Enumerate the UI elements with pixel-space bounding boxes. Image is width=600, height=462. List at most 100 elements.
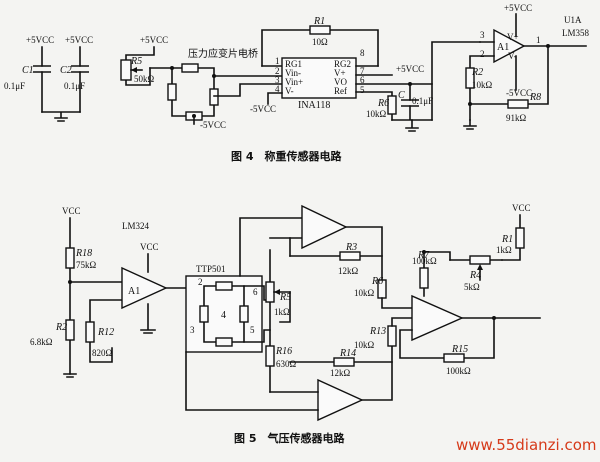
r5-value-fig5: 1kΩ bbox=[274, 307, 290, 317]
ttp-name: TTP501 bbox=[196, 264, 226, 274]
figure-5: VCC R18 75kΩ R2 6.8kΩ R12 820Ω LM324 VCC… bbox=[30, 203, 541, 445]
opamp-name: A1 bbox=[497, 42, 509, 53]
c-ref: C bbox=[398, 90, 405, 101]
r13-ref: R13 bbox=[369, 326, 386, 337]
resistor-r1: R1 10Ω bbox=[261, 16, 379, 67]
c-ground bbox=[41, 111, 81, 122]
ttp-center-pin: 4 bbox=[221, 310, 226, 321]
r6-value-fig5: 10kΩ bbox=[354, 288, 375, 298]
r13-value: 10kΩ bbox=[354, 340, 375, 350]
r5-ref: R5 bbox=[130, 56, 142, 67]
r1-value-fig5: 1kΩ bbox=[496, 245, 512, 255]
bias-network: VCC R18 75kΩ R2 6.8kΩ R12 820Ω bbox=[30, 206, 123, 378]
r3-value: 12kΩ bbox=[338, 266, 359, 276]
offset-network: R5 1kΩ R16 630Ω bbox=[265, 249, 297, 393]
vcc-amp-label: VCC bbox=[140, 242, 159, 252]
r6-supply-label: +5VCC bbox=[396, 64, 424, 74]
r8-value: 91kΩ bbox=[506, 113, 527, 123]
upper-amplifier: R3 12kΩ R6 10kΩ bbox=[239, 204, 413, 309]
r15-value: 100kΩ bbox=[446, 366, 471, 376]
r5-value: 50kΩ bbox=[134, 74, 155, 84]
opamp-pin-3: 3 bbox=[480, 30, 485, 40]
r1-ref-fig5: R1 bbox=[501, 234, 513, 245]
strain-gauge-bridge: 压力应变片电桥 -5VCC bbox=[149, 47, 283, 130]
ina-supply-label: -5VCC bbox=[250, 104, 276, 114]
figure-5-caption: 图 5 气压传感器电路 bbox=[234, 431, 345, 445]
r2-value: 10kΩ bbox=[472, 80, 493, 90]
r4-value-fig5: 5kΩ bbox=[464, 282, 480, 292]
ina-pin-v-minus: V- bbox=[285, 86, 294, 96]
ina-pin-ref: Ref bbox=[334, 86, 347, 96]
r2-value-fig5: 6.8kΩ bbox=[30, 337, 53, 347]
r5-supply-label: +5VCC bbox=[140, 35, 168, 45]
lower-amplifier: R14 12kΩ R13 10kΩ bbox=[185, 317, 413, 422]
sensor-output-wires bbox=[243, 285, 271, 343]
r3-ref: R3 bbox=[345, 242, 357, 253]
r15-ref: R15 bbox=[451, 344, 468, 355]
r18-ref: R18 bbox=[75, 248, 92, 259]
r18-value: 75kΩ bbox=[76, 260, 97, 270]
r2-ref-fig5: R2 bbox=[55, 322, 67, 333]
ina-pin-number-3: 3 bbox=[275, 75, 280, 85]
opamp-vminus: V- bbox=[508, 51, 517, 61]
vcc-left-label: VCC bbox=[62, 206, 81, 216]
opamp-vplus: V+ bbox=[507, 32, 519, 42]
c2-ref: C2 bbox=[60, 65, 72, 76]
ttp-pin-3: 3 bbox=[190, 325, 195, 335]
bridge-supply-label: -5VCC bbox=[200, 120, 226, 130]
capacitor-c2: +5VCC C2 0.1μF bbox=[60, 35, 93, 113]
c2-value: 0.1μF bbox=[64, 81, 85, 91]
ttp-pin-6: 6 bbox=[253, 287, 258, 297]
ina-part-name: INA118 bbox=[298, 100, 330, 111]
site-watermark: www.55dianzi.com bbox=[456, 436, 597, 454]
a1-neg-supply-label: -5VCC bbox=[506, 88, 532, 98]
r2-ref: R2 bbox=[471, 67, 483, 78]
ina-pin-vin-plus: Vin+ bbox=[285, 77, 303, 87]
r6-value: 10kΩ bbox=[366, 109, 387, 119]
ina-pin-v-plus: V+ bbox=[334, 68, 346, 78]
ttp-pin-2: 2 bbox=[198, 277, 203, 287]
r14-ref: R14 bbox=[339, 348, 356, 359]
c-value: 0.1μF bbox=[412, 96, 433, 106]
r7-value: 100kΩ bbox=[412, 256, 437, 266]
capacitor-c1: +5VCC C1 0.1μF bbox=[4, 35, 54, 113]
opamp-pin-2: 2 bbox=[480, 49, 485, 59]
r14-value: 12kΩ bbox=[330, 368, 351, 378]
potentiometer-r5: +5VCC R5 50kΩ bbox=[120, 35, 168, 86]
opamp-unit: U1A bbox=[564, 15, 582, 25]
ina-pin-number-7: 7 bbox=[360, 66, 365, 76]
r7-ref: R7 bbox=[417, 250, 430, 261]
lm324-label: LM324 bbox=[122, 221, 150, 231]
r5-ref-fig5: R5 bbox=[279, 292, 291, 303]
opamp-pin-1: 1 bbox=[536, 35, 541, 45]
c1-value: 0.1μF bbox=[4, 81, 25, 91]
ina-pin-vin-minus: Vin- bbox=[285, 68, 301, 78]
ina-pin-rg2: RG2 bbox=[334, 59, 351, 69]
r6-ref: R6 bbox=[377, 98, 389, 109]
r6-ref-fig5: R6 bbox=[371, 276, 383, 287]
vcc-right-label: VCC bbox=[512, 203, 531, 213]
r16-ref: R16 bbox=[275, 346, 292, 357]
ina-pin-number-6: 6 bbox=[360, 75, 365, 85]
r12-ref: R12 bbox=[97, 327, 114, 338]
output-stage: R7 100kΩ R4 5kΩ VCC R1 1kΩ R15 100kΩ bbox=[399, 203, 541, 376]
a1-name-fig5: A1 bbox=[128, 286, 140, 297]
ina118-amplifier: RG1 Vin- Vin+ V- RG2 V+ VO Ref 1 2 3 4 8… bbox=[250, 48, 433, 121]
ttp-pin-5: 5 bbox=[250, 325, 255, 335]
buffer-amplifier-a1: LM324 VCC A1 bbox=[121, 221, 205, 334]
r12-value: 820Ω bbox=[92, 348, 113, 358]
c1-ref: C1 bbox=[22, 65, 34, 76]
r4-ref-fig5: R4 bbox=[469, 270, 481, 281]
c2-supply-label: +5VCC bbox=[65, 35, 93, 45]
ina-pin-number-2: 2 bbox=[275, 66, 280, 76]
a1-supply-label: +5VCC bbox=[504, 3, 532, 13]
ina-pin-number-4: 4 bbox=[275, 84, 280, 94]
r8-ref: R8 bbox=[529, 92, 541, 103]
ina-pin-number-8: 8 bbox=[360, 48, 365, 58]
figure-4: +5VCC C1 0.1μF +5VCC C2 0.1μF +5VCC R5 5… bbox=[4, 3, 590, 163]
ina-pin-vo: VO bbox=[334, 77, 347, 87]
figure-4-caption: 图 4 称重传感器电路 bbox=[231, 149, 342, 163]
ina-pin-rg1: RG1 bbox=[285, 59, 302, 69]
